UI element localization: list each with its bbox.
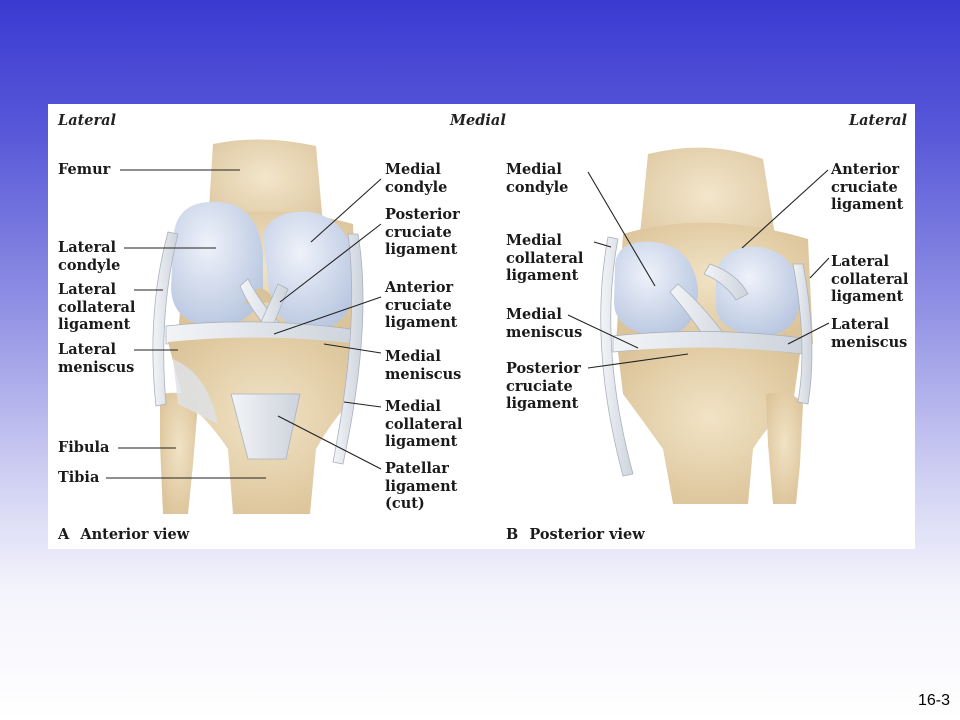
interosseous-tissue <box>173 359 218 424</box>
posterior-medial-collateral-shape <box>600 236 634 477</box>
caption-posterior-text: Posterior view <box>529 526 645 543</box>
leader-medial-condyle <box>310 178 382 243</box>
caption-anterior-text: Anterior view <box>80 526 190 543</box>
leader-b-anterior-cruciate <box>741 169 829 249</box>
posterior-tibia-bone <box>618 347 800 504</box>
medial-condyle-shape <box>263 211 356 330</box>
leader-b-lateral-collateral <box>809 257 830 279</box>
slide-number: 16-3 <box>917 692 950 709</box>
caption-anterior-letter: A <box>58 526 70 543</box>
label-posterior-cruciate-ligament: Posterior cruciate ligament <box>385 206 460 258</box>
label-b-lateral-collateral-ligament: Lateral collateral ligament <box>831 253 909 305</box>
leader-b-posterior-cruciate <box>587 353 689 369</box>
label-lateral-meniscus: Lateral meniscus <box>58 341 135 376</box>
posterior-medial-condyle-shape <box>614 241 698 336</box>
label-medial-meniscus: Medial meniscus <box>385 348 462 383</box>
posterior-lateral-condyle-shape <box>716 246 800 336</box>
leader-b-medial-meniscus <box>567 314 639 349</box>
label-lateral-condyle: Lateral condyle <box>58 239 121 274</box>
label-b-lateral-meniscus: Lateral meniscus <box>831 316 908 351</box>
lateral-condyle-shape <box>171 201 263 326</box>
anterior-knee <box>152 139 364 514</box>
leader-medial-collateral <box>343 401 382 408</box>
label-tibia: Tibia <box>58 469 100 486</box>
leader-anterior-cruciate <box>273 296 382 335</box>
label-b-medial-condyle: Medial condyle <box>506 161 569 196</box>
leader-b-medial-collateral <box>593 241 612 248</box>
medial-collateral-shape <box>332 233 364 465</box>
header-medial: Medial <box>450 112 506 129</box>
femur-bone <box>208 139 323 224</box>
posterior-lateral-collateral-shape <box>792 263 813 405</box>
lateral-collateral-shape <box>152 231 179 407</box>
header-lateral-right: Lateral <box>848 112 907 129</box>
label-anterior-cruciate-ligament: Anterior cruciate ligament <box>385 279 458 331</box>
label-fibula: Fibula <box>58 439 110 456</box>
label-femur: Femur <box>58 161 111 178</box>
label-medial-condyle: Medial condyle <box>385 161 448 196</box>
caption-anterior: A Anterior view <box>58 526 189 543</box>
leader-medial-meniscus <box>323 343 382 354</box>
leader-patellar <box>277 415 382 470</box>
posterior-fibula-bone <box>766 392 803 504</box>
patellar-ligament-shape <box>230 393 301 460</box>
leader-posterior-cruciate <box>279 223 382 303</box>
header-lateral-left: Lateral <box>58 112 117 129</box>
label-b-medial-collateral-ligament: Medial collateral ligament <box>506 232 584 284</box>
label-medial-collateral-ligament: Medial collateral ligament <box>385 398 463 450</box>
label-b-anterior-cruciate-ligament: Anterior cruciate ligament <box>831 161 904 213</box>
posterior-knee <box>600 147 813 504</box>
leader-lines <box>106 169 830 479</box>
label-b-posterior-cruciate-ligament: Posterior cruciate ligament <box>506 360 581 412</box>
leader-b-medial-condyle <box>587 171 656 287</box>
caption-posterior: B Posterior view <box>506 526 645 543</box>
label-patellar-ligament: Patellar ligament (cut) <box>385 460 458 512</box>
anterior-cruciate-shape-b <box>703 263 749 301</box>
figure-panel: Lateral Medial Lateral Femur Lateral con… <box>48 104 915 549</box>
label-b-medial-meniscus: Medial meniscus <box>506 306 583 341</box>
leader-b-lateral-meniscus <box>787 322 830 345</box>
knee-illustration <box>106 139 830 514</box>
label-lateral-collateral-ligament: Lateral collateral ligament <box>58 281 136 333</box>
fibula-bone <box>160 392 198 514</box>
caption-posterior-letter: B <box>506 526 519 543</box>
